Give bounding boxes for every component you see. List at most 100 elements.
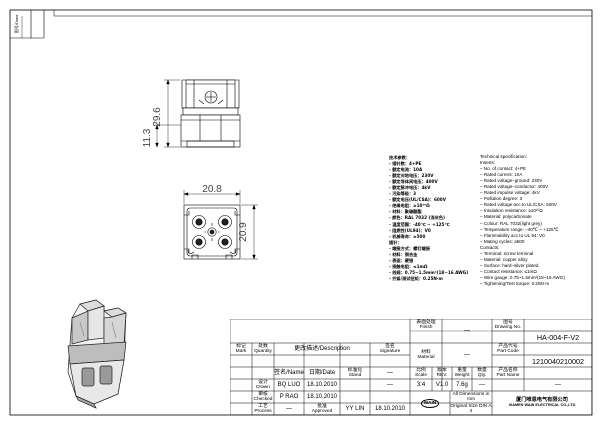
drawn-name: BQ LUO [277, 381, 301, 388]
spec-cn-line: - 拧紧/测试扭矩：0.25N·m [389, 275, 443, 281]
spec-cn-line: - 绝缘电阻：≥10¹⁰Ω [389, 203, 430, 209]
name-label: 签名/Name [274, 369, 304, 376]
title-block-grid [230, 319, 592, 415]
spec-en-line: – Rated voltage–ground: 230V [480, 178, 543, 184]
spec-cn-line: - 颜色：RAL 7032 (浅灰色) [389, 215, 445, 221]
side-view [180, 79, 241, 148]
spec-cn-line: - 材料：铜合金 [389, 251, 418, 257]
outer-frame [9, 9, 593, 416]
spec-en-line: – Pollution degree: 3 [480, 196, 523, 202]
note-dimensions: All Dimensions in mm [452, 392, 490, 402]
rev-value: V1.0 [435, 381, 449, 388]
dim-height-total-label: 29.6 [152, 107, 163, 127]
spec-en-line: – Terminal: screw terminal [480, 250, 534, 256]
front-view [183, 204, 241, 260]
finish-value: — [464, 327, 470, 334]
spec-en-line: – Surface: hard–silver plated [480, 262, 539, 268]
spec-en-line: – Contact resistance: ≤1mΩ [480, 268, 537, 274]
spec-cn-line: - 接触电阻：≤1mΩ [389, 263, 428, 269]
scale-value: 3:4 [416, 381, 426, 388]
spec-en-line: – Rated voltage acc.to UL/CSA: 600V [480, 202, 557, 208]
spec-en-line: – Material: polycarbonate [480, 214, 532, 220]
spec-cn-line: - 表面：硬银 [389, 257, 414, 263]
spec-cn-line: - 额定脉冲电压：4kV [389, 185, 431, 191]
checked-date: 18.10.2010 [306, 393, 338, 400]
spec-en-line: – Temperature range: –40℃ ~ +125℃ [480, 226, 559, 232]
process-value: — [286, 405, 292, 412]
dim-height-base-label: 11.3 [142, 128, 153, 147]
part-code-value: 1210040210002 [532, 356, 584, 366]
drawing-no-value: HA-004-F-V2 [536, 332, 580, 342]
wain-logo: WAIN [410, 391, 450, 415]
spec-en-line: – Colour: RAL 7032(light grey) [480, 220, 542, 226]
spec-en-line: – Wire gauge: 0.75~1.5mm²(18~16 AWG) [480, 274, 565, 280]
note-original-size: Original Size DIN A 4 [450, 404, 492, 414]
spec-cn-line: - 污染等级：3 [389, 191, 417, 197]
iso-view [67, 299, 127, 409]
spec-cn-line: - 端接方式：螺钉端接 [389, 245, 430, 251]
weight-value: 7.6g [456, 381, 468, 388]
spec-en-line: Inserts: [480, 160, 496, 166]
spec-chinese: 技术参数： - 插针数：4+PE - 额定电流：10A - 额定对地电压：230… [389, 155, 468, 282]
material-value: — [464, 351, 470, 358]
dim-height-base [154, 124, 181, 148]
qty-value: — [479, 381, 485, 388]
spec-cn-line: - 温度范围：-40℃ ~ +125℃ [389, 221, 450, 227]
dim-depth [241, 204, 258, 260]
approved-name: YY LIN [345, 405, 365, 412]
spec-en-line: – Rated impulse voltage: 4kV [480, 190, 540, 196]
spec-en-line: – Insulation resistance: ≥10¹⁰Ω [480, 208, 543, 214]
stand-value: — [387, 369, 393, 376]
spec-en-line: – No. of contact: 4+PE [480, 166, 527, 172]
spec-cn-line: - 额定对地电压：230V [389, 173, 434, 179]
dim-height-total [164, 79, 180, 148]
description-label: 更改描述/Description [294, 345, 350, 352]
sidebar-vertical-text: 图号/Draw [13, 15, 19, 34]
spec-cn-line: - 线规：0.75~1.5mm²(18~16 AWG) [389, 269, 469, 275]
spec-cn-line: - 额定导体间电压：400V [389, 179, 438, 185]
spec-cn-line: - 插针数：4+PE [389, 161, 422, 167]
date-label: 日期/Date [308, 369, 336, 376]
spec-en-line: – Rated voltage–conductor: 400V [480, 184, 549, 190]
spec-cn-line: - 额定电流：10A [389, 167, 423, 173]
spec-cn-line: - 阻燃性(UL94)：V0 [389, 227, 431, 233]
spec-en-line: – Material: copper alloy [480, 256, 528, 262]
spec-cn-line: - 材料：聚碳酸酯 [389, 209, 422, 215]
spec-en-line: Contacts: [480, 244, 500, 250]
dim-width [183, 190, 241, 204]
spec-en-line: – Flammability acc.to UL 94: V0 [480, 232, 545, 238]
dim-width-label: 20.8 [202, 184, 222, 195]
spec-en-line: – Rated current: 10A [480, 172, 523, 178]
spec-cn-line: 技术参数： [389, 155, 410, 160]
approved-date: 18.10.2010 [374, 405, 406, 412]
spec-cn-line: 插针： [389, 239, 402, 245]
drawn-date: 18.10.2010 [306, 381, 338, 388]
spec-english: Technical specification: Inserts: – No. … [480, 154, 565, 287]
part-name-value: — [555, 381, 561, 388]
dim-depth-label: 20.9 [238, 222, 249, 242]
spec-cn-line: - 额定电压(UL/CSA)：600V [389, 197, 446, 203]
company-name: 厦门唯恩电气有限公司 XIAMEN WAIN ELECTRICAL CO.,LT… [508, 397, 576, 407]
drawn-extra: — [387, 381, 393, 388]
spec-cn-line: - 机械寿命：≥500 [389, 233, 426, 239]
spec-en-line: Technical specification: [480, 154, 527, 159]
